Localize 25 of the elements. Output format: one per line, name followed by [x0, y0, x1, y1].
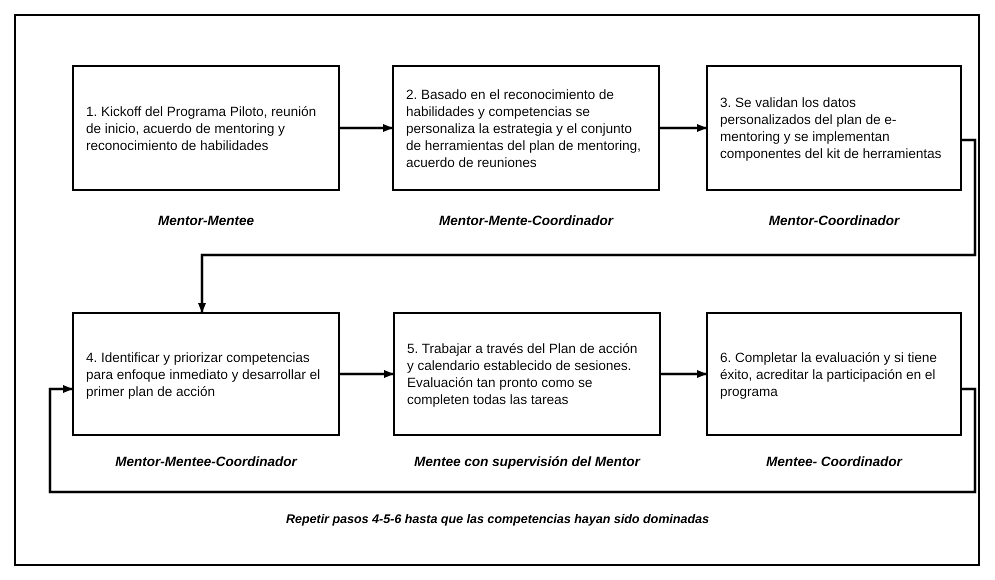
role-caption: Mentee con supervisión del Mentor: [413, 454, 642, 469]
step-text: 1. Kickoff del Programa Piloto, reunión de inicio, acuerdo de mentoring y reconocimiento de habilidades: [86, 102, 318, 154]
arrow: [660, 124, 707, 132]
step-text: 6. Completar la evaluación y si tiene éxito, acreditar la participación en el programa: [720, 348, 938, 400]
note-text: Repetir pasos 4-5-6 hasta que las competencias hayan sido dominadas: [284, 512, 710, 526]
role-caption: Mentor-Coordinador: [768, 213, 901, 228]
arrow: [661, 370, 707, 378]
process-box: [393, 312, 661, 436]
arrow: [48, 385, 976, 494]
process-box: [72, 65, 340, 191]
arrow: [340, 370, 394, 378]
role-caption: Mentor-Mentee: [156, 213, 255, 228]
step-text: 4. Identificar y priorizar competencias para enfoque inmediato y desarrollar el primer plan de acción: [86, 348, 322, 400]
step-text: 3. Se validan los datos personalizados del plan de e-mentoring y se implementan componentes del kit de herramientas: [720, 94, 942, 162]
arrow: [340, 124, 393, 132]
role-caption: Mentee- Coordinador: [765, 454, 904, 469]
process-box: [72, 312, 340, 436]
process-box: [706, 312, 962, 436]
role-caption: Mentor-Mentee-Coordinador: [114, 454, 298, 469]
step-text: 5. Trabajar a través del Plan de acción y calendario establecido de sesiones. Evaluación tan pronto como se completen todas las tareas: [407, 340, 638, 408]
process-box: [706, 65, 962, 191]
arrow: [198, 138, 976, 313]
role-caption: Mentor-Mente-Coordinador: [438, 213, 614, 228]
step-text: 2. Basado en el reconocimiento de habilidades y competencias se personaliza la estrategia y el conjunto de herramientas del plan de mentoring, acuerdo de reuniones: [406, 86, 642, 170]
process-box: [392, 65, 660, 191]
